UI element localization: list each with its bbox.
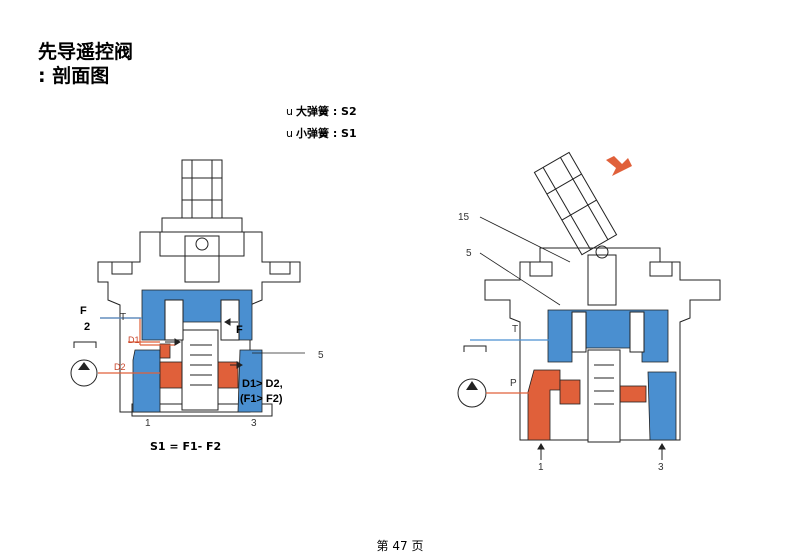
left-pump-icon xyxy=(70,359,98,387)
page-title-line1: 先导遥控阀 xyxy=(38,41,134,63)
left-stem xyxy=(181,159,223,219)
legend-text: 小弹簧 : S1 xyxy=(295,127,357,140)
left-label-5: 5 xyxy=(318,350,324,361)
left-label-2: 2 xyxy=(84,321,90,333)
right-label-5: 5 xyxy=(466,248,472,259)
left-label-f: F xyxy=(80,305,87,317)
right-label-15: 15 xyxy=(458,212,470,223)
right-label-p: P xyxy=(510,378,517,389)
page-number: 第 47 页 xyxy=(376,539,424,553)
left-label-d1d2: D1> D2, xyxy=(242,378,283,390)
right-leader-5 xyxy=(479,252,561,306)
right-tilted-stem xyxy=(533,151,618,256)
right-label-port-3: 3 xyxy=(658,462,664,473)
left-pump-triangle-icon xyxy=(78,362,90,370)
left-fluid-blue xyxy=(132,289,263,413)
left-label-port-1: 1 xyxy=(145,418,151,429)
legend-bullet: u xyxy=(286,127,293,140)
left-label-d1: D1 xyxy=(128,335,140,345)
left-force-arrows xyxy=(165,318,243,369)
page-title-line2: : 剖面图 xyxy=(38,65,110,87)
right-internals xyxy=(571,311,645,443)
left-label-d2: D2 xyxy=(114,362,126,372)
right-label-port-1: 1 xyxy=(538,462,544,473)
right-fluid-red xyxy=(527,369,647,441)
left-label-f-right: F xyxy=(236,324,243,336)
direction-arrow-icon xyxy=(606,156,632,176)
left-label-port-3: 3 xyxy=(251,418,257,429)
left-tank-icon xyxy=(73,341,97,348)
right-tank-icon xyxy=(463,345,487,352)
right-label-t: T xyxy=(512,324,518,335)
left-label-f1f2: (F1> F2) xyxy=(240,393,283,405)
right-leader-15 xyxy=(479,216,571,263)
left-internals xyxy=(164,299,240,411)
right-pump-triangle-icon xyxy=(466,381,478,390)
legend-bullet: u xyxy=(286,105,293,118)
left-label-t: T xyxy=(120,312,126,323)
force-equation: S1 = F1- F2 xyxy=(150,440,222,453)
port-arrows xyxy=(537,443,666,460)
legend-text: 大弹簧 : S2 xyxy=(295,105,357,118)
left-fluid-red xyxy=(159,343,239,389)
